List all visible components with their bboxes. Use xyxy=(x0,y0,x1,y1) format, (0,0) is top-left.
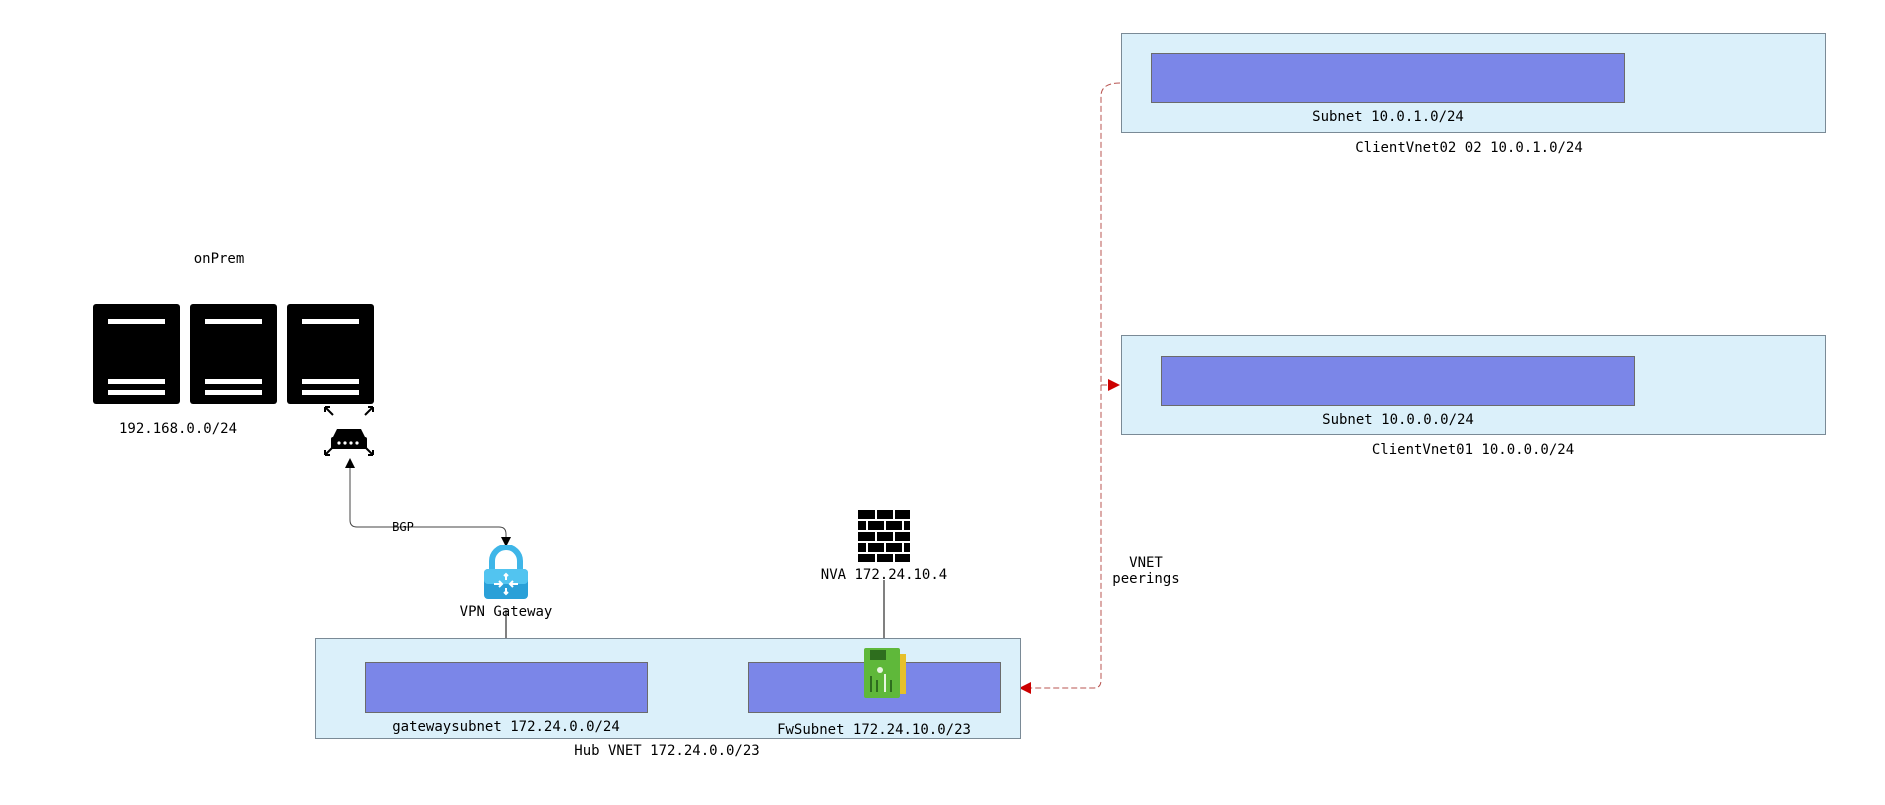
vnet-peerings-label: VNET peerings xyxy=(1112,555,1179,587)
gatewaysubnet-label: gatewaysubnet 172.24.0.0/24 xyxy=(392,719,620,735)
vnet-peerings-line2: peerings xyxy=(1112,571,1180,587)
vnet-peerings-line1: VNET xyxy=(1129,555,1163,571)
onprem-network-label: 192.168.0.0/24 xyxy=(118,421,238,437)
nva-appliance-icon xyxy=(862,646,910,704)
vpn-lock-icon xyxy=(480,544,532,605)
nva-label: NVA 172.24.10.4 xyxy=(820,567,948,583)
clientvnet02-label: ClientVnet02 02 10.0.1.0/24 xyxy=(1355,140,1583,156)
bgp-link xyxy=(345,458,511,547)
clientvnet02-subnet-box[interactable] xyxy=(1151,53,1625,103)
server-icon xyxy=(287,304,374,408)
vpn-gateway-label: VPN Gateway xyxy=(459,604,553,620)
peering-link-client02 xyxy=(1019,82,1121,694)
clientvnet01-subnet-box[interactable] xyxy=(1161,356,1635,406)
clientvnet02-subnet-label: Subnet 10.0.1.0/24 xyxy=(1312,109,1464,125)
gatewaysubnet-box[interactable] xyxy=(365,662,648,713)
hub-vnet-label: Hub VNET 172.24.0.0/23 xyxy=(574,743,760,759)
onprem-title: onPrem xyxy=(193,251,245,267)
clientvnet01-label: ClientVnet01 10.0.0.0/24 xyxy=(1371,442,1575,458)
firewall-brick-icon xyxy=(858,510,910,566)
router-icon xyxy=(323,405,375,461)
server-icon xyxy=(190,304,277,408)
clientvnet01-subnet-label: Subnet 10.0.0.0/24 xyxy=(1322,412,1474,428)
fwsubnet-label: FwSubnet 172.24.10.0/23 xyxy=(777,722,971,738)
server-icon xyxy=(93,304,180,408)
bgp-label: BGP xyxy=(392,520,414,534)
